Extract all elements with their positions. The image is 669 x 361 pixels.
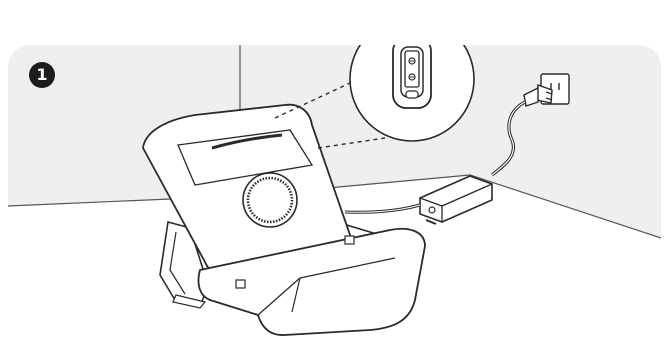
- room-scene: [8, 45, 661, 353]
- ac-cord-highlight: [491, 101, 526, 176]
- dock-slot: [211, 133, 283, 150]
- power-plug-icon: [523, 84, 553, 107]
- leader-line-bottom: [317, 137, 386, 149]
- leader-line-top: [274, 82, 351, 119]
- step-number-badge: 1: [29, 62, 55, 88]
- charging-dock-icon: [142, 103, 426, 336]
- dc-power-port-icon: [349, 45, 475, 142]
- step-number: 1: [36, 65, 48, 84]
- baseboard-right: [469, 174, 661, 239]
- power-adapter-icon: [419, 175, 493, 225]
- dc-cable-highlight: [344, 204, 421, 213]
- illustration-panel: [8, 45, 661, 353]
